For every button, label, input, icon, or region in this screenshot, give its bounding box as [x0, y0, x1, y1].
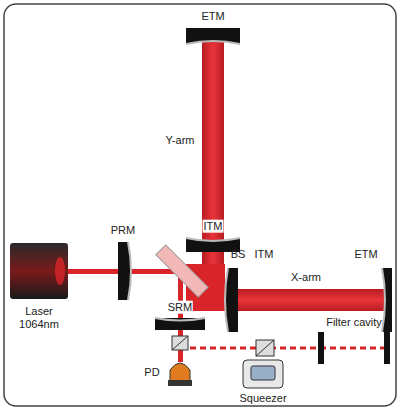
filter-cavity-mirror: [318, 332, 324, 364]
frame: [4, 4, 396, 406]
mirror-label: ITM: [254, 248, 275, 261]
laser-body: [10, 243, 68, 299]
y-arm-beam: [202, 42, 224, 264]
isolator: [256, 340, 274, 356]
y-etm-mirror: [186, 28, 240, 44]
x-itm-mirror: [225, 268, 238, 332]
arm-label: X-arm: [290, 271, 322, 284]
beam-splitter: [156, 245, 208, 297]
pd-beam: [178, 350, 183, 362]
filter-cavity-mirror: [384, 332, 390, 364]
x-etm-mirror: [382, 268, 392, 332]
cavity-label: Filter cavity: [325, 316, 383, 329]
squeezed-beam: [190, 347, 384, 350]
mirror-label: ETM: [353, 248, 378, 261]
mirror-label: PRM: [110, 224, 136, 237]
detector-label: PD: [143, 366, 160, 379]
prm-mirror: [118, 242, 131, 300]
mirror-label: ETM: [200, 10, 225, 23]
laser-label: Laser 1064nm: [16, 305, 62, 330]
device-label: Squeezer: [238, 392, 287, 405]
arm-label: Y-arm: [165, 134, 196, 147]
srm-mirror: [155, 318, 205, 330]
mirror-label: ITM: [203, 220, 224, 233]
faraday-isolator: [172, 336, 188, 350]
photodiode: [170, 363, 190, 382]
mirror-label: SRM: [167, 301, 193, 314]
splitter-label: BS: [230, 248, 247, 261]
squeezer-box: [243, 360, 283, 388]
